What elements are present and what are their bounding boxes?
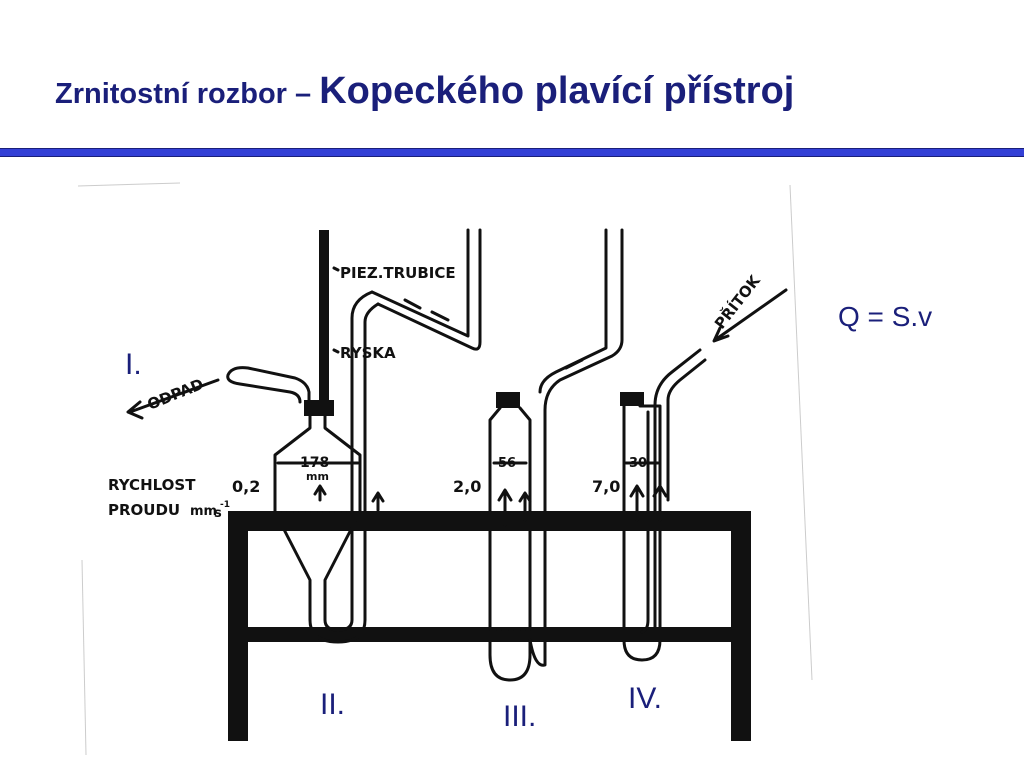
label-rychlost: RYCHLOST	[108, 476, 196, 494]
label-proudu: PROUDU	[108, 501, 180, 519]
scan-paper-edges	[77, 182, 813, 756]
label-odpad: ODPAD	[145, 375, 206, 414]
diameter-vessel-3: 56	[498, 456, 516, 471]
diameter-vessel-2: 178	[300, 455, 329, 471]
vessel-label-3: III.	[503, 700, 536, 733]
slide-title: Zrnitostní rozbor – Kopeckého plavící př…	[55, 70, 794, 113]
vessel-label-2: II.	[320, 688, 345, 721]
title-rule	[0, 148, 1024, 157]
diameter-unit: mm	[306, 470, 329, 483]
title-main: Kopeckého plavící přístroj	[319, 70, 795, 112]
speed-vessel-2: 0,2	[232, 477, 260, 496]
label-unit-exp: s	[214, 506, 222, 521]
vessel-label-4: IV.	[628, 682, 662, 715]
label-ryska: RYSKA	[340, 344, 396, 362]
vessel-label-1: I.	[125, 348, 142, 381]
glassware	[126, 228, 788, 682]
label-piez-trubice: PIEZ.TRUBICE	[340, 264, 456, 282]
label-unit-exp2: -1	[220, 500, 230, 510]
diameter-vessel-4: 30	[629, 456, 647, 471]
title-prefix: Zrnitostní rozbor –	[55, 78, 320, 110]
speed-vessel-4: 7,0	[592, 477, 620, 496]
speed-vessel-3: 2,0	[453, 477, 481, 496]
label-unit: mm	[190, 504, 217, 519]
flow-formula: Q = S.v	[838, 301, 932, 332]
